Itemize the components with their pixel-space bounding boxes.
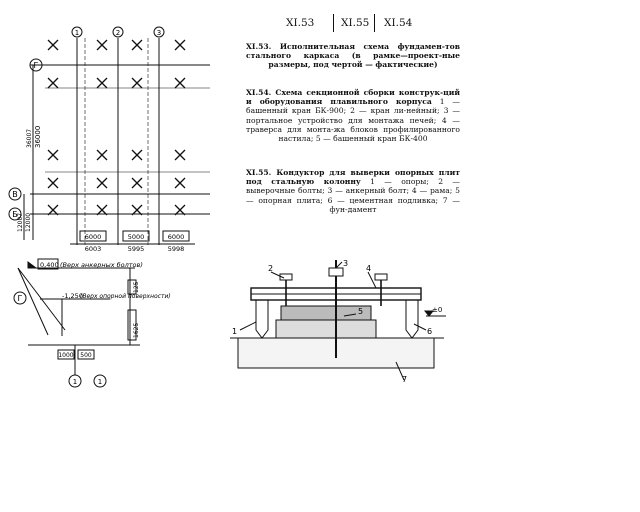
ref-left: XI.53 [286,17,315,29]
callout-2: 2 [268,264,273,273]
axis-number: 1 [75,29,79,37]
caption-body: 1 — башенный кран БК-900; 2 — кран ли-не… [246,97,460,144]
dim-design: 6000 [85,233,102,241]
divider [374,14,375,32]
dim-bottom: 500 [80,352,92,359]
figure-reference-header: XI.53 XI.55 XI.54 [240,14,460,34]
dim-actual: 6003 [85,245,102,253]
axis-letter: Г [18,294,23,303]
ref-right: XI.54 [384,17,413,29]
dim-actual: 5998 [168,245,185,253]
callout-1: 1 [232,327,237,336]
axis-number: 1 [98,378,102,386]
caption-title: XI.55. Кондуктор для выверки опорных пли… [246,168,460,187]
dim-actual: 5995 [128,245,145,253]
dim-vertical: 12000 [25,213,32,232]
caption-xi53: XI.53. Исполнительная схема фундамен-тов… [246,42,460,70]
level-top-note: (Верх анкерных болтов) [60,261,143,269]
axis-number: 3 [157,29,161,37]
callout-3: 3 [343,259,348,268]
level-top: 0,400 [40,261,59,269]
level-mid: -1,250 [62,292,83,300]
dim-vertical: 36000 [34,126,42,148]
caption-body: 1 — опоры; 2 — выверочные болты; 3 — анк… [246,177,460,214]
level-mid-note: (Верх опорной поверхности) [80,293,171,300]
level-zero: ±0 [432,306,442,314]
dim-vertical-actual: 36007 [26,129,33,148]
dim-design: 5000 [128,233,145,241]
caption-xi55: XI.55. Кондуктор для выверки опорных пли… [246,168,460,214]
axis-number: 2 [116,29,120,37]
dim-right: 125 [133,281,140,293]
dim-design: 6000 [168,233,185,241]
foundation-plan-drawing: 1 2 3 Г В Б 36000 36007 12000 12007 6000… [8,26,210,388]
dim-vertical-actual: 12007 [17,213,24,232]
caption-xi54: XI.54. Схема секционной сборки конструк-… [246,88,460,143]
divider [333,14,334,32]
callout-5: 5 [358,307,363,316]
callout-4: 4 [366,264,371,273]
ref-mid: XI.55 [341,17,370,29]
axis-letter: Б [12,210,18,219]
callout-7: 7 [402,375,407,384]
jig-drawing: 2 3 4 5 1 6 7 ±0 [230,259,446,384]
caption-title: XI.54. Схема секционной сборки конструк-… [246,88,460,107]
axis-number: 1 [73,378,77,386]
axis-letter: Г [34,61,39,70]
dim-right: 1625 [133,323,140,338]
dim-bottom: 1000 [58,352,73,359]
axis-letter: В [12,190,18,199]
caption-title: XI.53. Исполнительная схема фундамен-тов… [246,42,460,70]
callout-6: 6 [427,327,432,336]
